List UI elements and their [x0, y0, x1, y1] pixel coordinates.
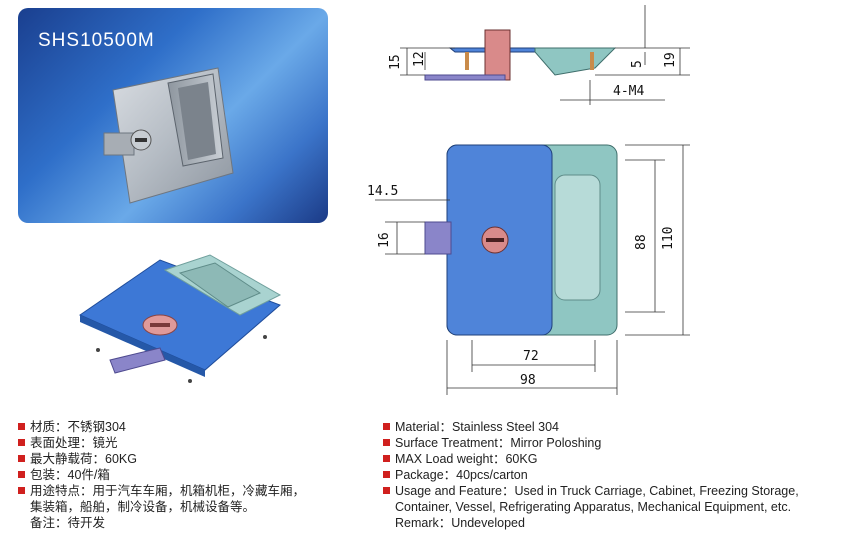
bullet-icon — [18, 471, 25, 478]
spec-usage-cont: 集装箱，船舶，制冷设备，机械设备等。 — [30, 500, 256, 514]
product-photo — [103, 67, 234, 204]
dim-12: 12 — [412, 51, 427, 67]
bullet-icon — [383, 439, 390, 446]
technical-drawing: 15 12 5 19 4-M4 14.5 16 88 110 72 98 — [367, 5, 690, 395]
dim-88: 88 — [634, 234, 649, 250]
product-render — [78, 254, 282, 383]
side-view — [400, 5, 690, 105]
spec-row: 最大静载荷：60KG — [18, 451, 358, 467]
spec-row: 包装：40件/箱 — [18, 467, 358, 483]
dim-19: 19 — [663, 52, 678, 68]
dim-72: 72 — [523, 349, 539, 364]
dim-98: 98 — [520, 373, 536, 388]
spec-row: Usage and Feature：Used in Truck Carriage… — [383, 483, 848, 499]
spec-list-cn: 材质：不锈钢304 表面处理：镜光 最大静载荷：60KG 包装：40件/箱 用途… — [18, 419, 358, 531]
dim-110: 110 — [661, 227, 676, 250]
dim-4-m4: 4-M4 — [613, 84, 644, 99]
bullet-icon — [383, 471, 390, 478]
dim-14-5: 14.5 — [367, 184, 398, 199]
bullet-icon — [18, 487, 25, 494]
bullet-icon — [18, 439, 25, 446]
spec-remark: Remark：Undeveloped — [395, 516, 525, 530]
bullet-icon — [383, 423, 390, 430]
spec-list-en: Material：Stainless Steel 304 Surface Tre… — [383, 419, 848, 531]
spec-row: Package：40pcs/carton — [383, 467, 848, 483]
spec-remark: 备注：待开发 — [30, 516, 106, 530]
spec-row: 表面处理：镜光 — [18, 435, 358, 451]
bullet-icon — [18, 455, 25, 462]
spec-row: Surface Treatment：Mirror Poloshing — [383, 435, 848, 451]
model-number: SHS10500M — [38, 30, 155, 51]
spec-row: 材质：不锈钢304 — [18, 419, 358, 435]
bullet-icon — [383, 455, 390, 462]
spec-row: 用途特点：用于汽车车厢，机箱机柜，冷藏车厢， — [18, 483, 358, 499]
bullet-icon — [383, 487, 390, 494]
spec-row: Material：Stainless Steel 304 — [383, 419, 848, 435]
bullet-icon — [18, 423, 25, 430]
front-view — [375, 144, 690, 395]
spec-usage-cont: Container, Vessel, Refrigerating Apparat… — [395, 500, 792, 514]
spec-row: MAX Load weight：60KG — [383, 451, 848, 467]
product-photo-card: SHS10500M — [18, 8, 328, 223]
dim-5: 5 — [630, 60, 645, 68]
dim-16: 16 — [377, 232, 392, 248]
dim-15: 15 — [388, 54, 403, 70]
